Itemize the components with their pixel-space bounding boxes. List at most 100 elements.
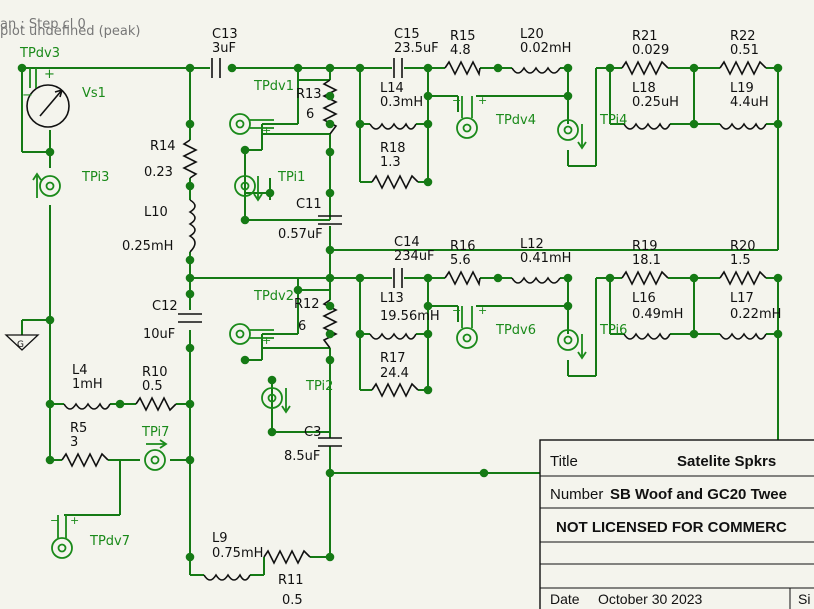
l19-name: L19 bbox=[730, 81, 754, 96]
l20-name: L20 bbox=[520, 27, 544, 42]
c13-name: C13 bbox=[212, 27, 238, 42]
date-value: October 30 2023 bbox=[598, 591, 703, 607]
svg-text:−: − bbox=[50, 514, 59, 527]
license-text: NOT LICENSED FOR COMMERC bbox=[556, 519, 787, 536]
r14-value: 0.23 bbox=[144, 165, 173, 180]
tpdv1-label: TPdv1 bbox=[253, 79, 294, 94]
c15-name: C15 bbox=[394, 27, 420, 42]
r12-value: 6 bbox=[298, 319, 306, 334]
overlay-text-1: an : Step cl 0 bbox=[0, 17, 86, 32]
l16-value: 0.49mH bbox=[632, 307, 683, 322]
c12-value: 10uF bbox=[143, 327, 175, 342]
title-block: Title Satelite Spkrs Number SB Woof and … bbox=[539, 439, 814, 609]
r10-name: R10 bbox=[142, 365, 168, 380]
r18-value: 1.3 bbox=[380, 155, 401, 170]
r21-name: R21 bbox=[632, 29, 658, 44]
svg-text:+: + bbox=[262, 334, 271, 347]
r22-value: 0.51 bbox=[730, 43, 759, 58]
c12-name: C12 bbox=[152, 299, 178, 314]
l18-value: 0.25uH bbox=[632, 95, 679, 110]
probe-signs: ++ +− +− +− bbox=[50, 94, 487, 527]
title-value: Satelite Spkrs bbox=[677, 453, 776, 470]
r10-value: 0.5 bbox=[142, 379, 163, 394]
svg-text:G: G bbox=[17, 340, 24, 350]
probe-symbols bbox=[29, 68, 587, 559]
r13-name: R13 bbox=[296, 87, 322, 102]
l17-name: L17 bbox=[730, 291, 754, 306]
svg-text:+: + bbox=[478, 94, 487, 107]
tpdv7-label: TPdv7 bbox=[89, 534, 130, 549]
tpi4-label: TPi4 bbox=[599, 113, 627, 128]
l9-value: 0.75mH bbox=[212, 546, 263, 561]
c15-value: 23.5uF bbox=[394, 41, 439, 56]
c14-name: C14 bbox=[394, 235, 420, 250]
tpdv6-label: TPdv6 bbox=[495, 323, 536, 338]
l13-value: 19.56mH bbox=[380, 309, 440, 324]
r14-name: R14 bbox=[150, 139, 176, 154]
components bbox=[26, 58, 767, 581]
title-label: Title bbox=[550, 453, 578, 470]
number-label: Number bbox=[550, 486, 603, 503]
r15-name: R15 bbox=[450, 29, 476, 44]
r17-name: R17 bbox=[380, 351, 406, 366]
ground-symbol: G bbox=[4, 334, 40, 351]
overlay-text-2: plot undefined (peak) bbox=[0, 24, 140, 39]
vs1-label: Vs1 bbox=[82, 86, 106, 101]
svg-text:+: + bbox=[478, 304, 487, 317]
c11-value: 0.57uF bbox=[278, 227, 323, 242]
l14-value: 0.3mH bbox=[380, 95, 423, 110]
r11-name: R11 bbox=[278, 573, 304, 588]
c3-name: C3 bbox=[304, 425, 321, 440]
r19-value: 18.1 bbox=[632, 253, 661, 268]
r15-value: 4.8 bbox=[450, 43, 471, 58]
l19-value: 4.4uH bbox=[730, 95, 769, 110]
r5-value: 3 bbox=[70, 435, 78, 450]
r21-value: 0.029 bbox=[632, 43, 669, 58]
tpdv4-label: TPdv4 bbox=[495, 113, 536, 128]
l13-name: L13 bbox=[380, 291, 404, 306]
tpdv2-label: TPdv2 bbox=[253, 289, 294, 304]
c13-value: 3uF bbox=[212, 41, 236, 56]
tpi2-label: TPi2 bbox=[305, 379, 333, 394]
size-label: Si bbox=[798, 591, 810, 607]
l12-value: 0.41mH bbox=[520, 251, 571, 266]
c3-value: 8.5uF bbox=[284, 449, 320, 464]
l16-name: L16 bbox=[632, 291, 656, 306]
c14-value: 234uF bbox=[394, 249, 435, 264]
svg-text:−: − bbox=[452, 304, 461, 317]
r18-name: R18 bbox=[380, 141, 406, 156]
r12-name: R12 bbox=[294, 297, 320, 312]
svg-text:−: − bbox=[452, 94, 461, 107]
l20-value: 0.02mH bbox=[520, 41, 571, 56]
c11-name: C11 bbox=[296, 197, 322, 212]
l9-name: L9 bbox=[212, 531, 228, 546]
vs1-plus-sign: + bbox=[44, 67, 55, 82]
r20-name: R20 bbox=[730, 239, 756, 254]
tpi6-label: TPi6 bbox=[599, 323, 627, 338]
l14-name: L14 bbox=[380, 81, 404, 96]
svg-text:+: + bbox=[70, 514, 79, 527]
l17-value: 0.22mH bbox=[730, 307, 781, 322]
tpdv3-label: TPdv3 bbox=[19, 46, 60, 61]
r17-value: 24.4 bbox=[380, 366, 409, 381]
l12-name: L12 bbox=[520, 237, 544, 252]
r11-value: 0.5 bbox=[282, 593, 303, 608]
l4-name: L4 bbox=[72, 363, 88, 378]
tpi3-label: TPi3 bbox=[81, 170, 109, 185]
l18-name: L18 bbox=[632, 81, 656, 96]
tpi1-label: TPi1 bbox=[277, 170, 305, 185]
l10-value: 0.25mH bbox=[122, 239, 173, 254]
r22-name: R22 bbox=[730, 29, 756, 44]
l10-name: L10 bbox=[144, 205, 168, 220]
date-label: Date bbox=[550, 591, 580, 607]
r20-value: 1.5 bbox=[730, 253, 751, 268]
component-labels: C13 3uF C15 23.5uF R15 4.8 L20 0.02mH R2… bbox=[70, 27, 781, 608]
tpi7-label: TPi7 bbox=[141, 425, 169, 440]
l4-value: 1mH bbox=[72, 377, 103, 392]
number-value: SB Woof and GC20 Twee bbox=[610, 486, 787, 503]
test-point-labels: TPdv3 TPi3 TPdv1 TPi1 TPdv4 TPi4 TPdv2 T… bbox=[19, 46, 627, 549]
vs1-minus-sign: − bbox=[22, 88, 33, 103]
r19-name: R19 bbox=[632, 239, 658, 254]
